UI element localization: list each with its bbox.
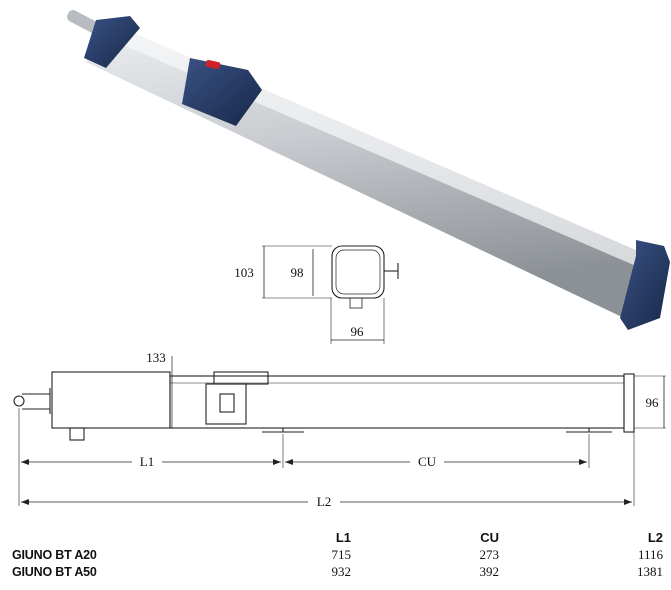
side-collar	[213, 371, 269, 385]
spec-model: GIUNO BT A50	[12, 564, 97, 579]
dim-103-label: 103	[234, 265, 254, 280]
indicator-light	[205, 59, 221, 69]
tube-highlight	[102, 22, 640, 266]
cross-section-view	[262, 245, 399, 344]
spec-table-header: L1 CU L2	[10, 528, 665, 546]
section-inner	[335, 249, 381, 295]
section-fitting	[349, 297, 363, 309]
spec-l2: 1381	[637, 563, 663, 579]
spec-l1: 715	[331, 546, 352, 562]
dim-cu-label: CU	[418, 454, 437, 469]
arrow-l2-left	[21, 499, 29, 505]
motor-fitting	[69, 427, 85, 441]
dim-l1-label: L1	[140, 454, 154, 469]
spec-model: GIUNO BT A20	[12, 547, 97, 562]
table-row: GIUNO BT A50 932 392 1381	[10, 563, 665, 580]
spec-cu: 273	[479, 546, 500, 562]
spec-header-l1: L1	[335, 529, 351, 545]
side-collar-body	[205, 383, 247, 425]
spec-table: L1 CU L2 GIUNO BT A20 715 273 1116 GIUNO…	[10, 528, 665, 580]
arrow-l1-left	[21, 459, 29, 465]
actuator-tube	[86, 22, 640, 318]
table-row: GIUNO BT A20 715 273 1116	[10, 546, 665, 563]
arrow-l2-right	[624, 499, 632, 505]
dim-l1-label-bg	[132, 453, 162, 469]
actuator-render	[67, 10, 670, 330]
piston-rod	[67, 10, 101, 34]
dim-l2-label: L2	[317, 494, 331, 509]
motor-collar	[182, 58, 262, 126]
front-end	[623, 373, 635, 433]
dim-96-side-label: 96	[646, 395, 660, 410]
dim-96-section-label: 96	[351, 324, 365, 339]
motor-housing	[51, 371, 171, 429]
arrow-l1-right	[273, 459, 281, 465]
spec-header-l2: L2	[647, 529, 663, 545]
spec-header-cu: CU	[480, 529, 499, 545]
release-lock	[219, 393, 235, 413]
spec-cu: 392	[479, 563, 500, 579]
dim-133-label: 133	[146, 350, 166, 365]
dim-98-label: 98	[291, 265, 304, 280]
arrow-cu-right	[579, 459, 587, 465]
side-view	[13, 356, 666, 506]
rear-cap	[84, 16, 140, 68]
arrow-cu-left	[285, 459, 293, 465]
spec-l1: 932	[331, 563, 352, 579]
spec-header-model	[10, 528, 210, 546]
section-outline	[331, 245, 385, 299]
dim-l2-label-bg	[308, 493, 340, 509]
dim-cu-label-bg	[410, 453, 444, 469]
rear-pivot	[13, 395, 25, 407]
front-cap	[620, 240, 670, 330]
spec-l2: 1116	[637, 546, 663, 562]
